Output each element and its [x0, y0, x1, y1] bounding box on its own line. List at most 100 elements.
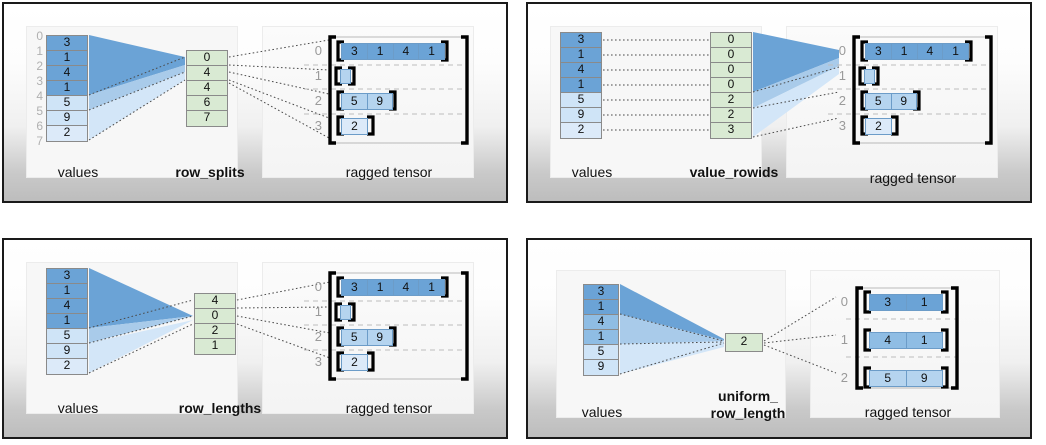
value-cell: 5 [47, 329, 87, 344]
ragged-row-index: 2 [314, 93, 322, 108]
value-cell: 3 [561, 33, 601, 48]
ragged-row-index: 1 [840, 332, 848, 347]
ragged-cell: 1 [419, 44, 444, 59]
ragged-cell: 5 [342, 94, 368, 109]
ragged-row-1-empty [340, 69, 351, 84]
ragged-row-2-cells: 5 9 [341, 93, 393, 110]
panel-row-splits: 0 1 2 3 4 5 6 7 3 1 4 1 5 9 2 0 4 4 6 7 [2, 2, 508, 203]
encoding-cell: 2 [711, 108, 751, 123]
ragged-cell: 1 [419, 280, 444, 295]
values-caption: values [571, 164, 613, 180]
values-caption: values [57, 400, 99, 416]
ragged-row-0-cells: 3 1 4 1 [341, 279, 445, 296]
ragged-row-0-cells: 3 1 4 1 [341, 43, 445, 60]
value-cell: 1 [584, 300, 618, 315]
encoding-cell: 2 [726, 334, 762, 351]
ragged-cell: 3 [866, 44, 892, 59]
ragged-row-index: 1 [314, 304, 322, 319]
row-splits-column: 0 4 4 6 7 [186, 50, 228, 127]
ragged-cell: 4 [393, 44, 420, 59]
value-cell: 9 [47, 111, 87, 126]
value-rowids-column: 0 0 0 0 2 2 3 [710, 32, 752, 139]
value-cell: 1 [47, 314, 87, 329]
ragged-row-0-cells: 3 1 4 1 [865, 43, 969, 60]
encoding-cell: 3 [711, 123, 751, 138]
encoding-cell: 6 [187, 96, 227, 111]
encoding-caption-line1: uniform_ [718, 388, 778, 404]
index-label: 7 [36, 134, 43, 148]
value-cell: 1 [47, 81, 87, 96]
ragged-row-index: 0 [840, 294, 848, 309]
ragged-cell: 1 [891, 44, 918, 59]
index-label: 4 [36, 89, 43, 103]
ragged-cell: 1 [367, 44, 394, 59]
values-caption: values [57, 164, 99, 180]
panel-1-connectors [88, 35, 469, 145]
ragged-row-index: 3 [838, 118, 846, 133]
ragged-cell: 9 [891, 94, 916, 109]
value-cell: 5 [561, 93, 601, 108]
panel-row-lengths: 3 1 4 1 5 9 2 4 0 2 1 [2, 238, 508, 439]
value-cell: 3 [584, 285, 618, 300]
panel-value-rowids: 3 1 4 1 5 9 2 0 0 0 0 2 2 3 [526, 2, 1032, 203]
ragged-row-1-empty [864, 69, 875, 84]
panel-uniform-row-length: 3 1 4 1 5 9 2 0 1 2 3 1 [526, 238, 1032, 439]
values-column-3: 3 1 4 1 5 9 2 [46, 268, 88, 375]
value-cell: 5 [47, 96, 87, 111]
index-label: 0 [36, 29, 43, 43]
encoding-cell: 0 [711, 48, 751, 63]
ragged-cell: 4 [870, 333, 907, 348]
encoding-cell: 2 [195, 324, 235, 339]
ragged-cell: 5 [342, 330, 368, 345]
encoding-cell: 0 [187, 51, 227, 66]
ragged-cell: 3 [870, 295, 907, 310]
encoding-caption-line2: row_length [710, 405, 786, 421]
value-cell: 9 [584, 360, 618, 375]
ragged-cell: 3 [342, 280, 368, 295]
ragged-cell: 1 [906, 295, 942, 310]
ragged-cell: 9 [906, 371, 942, 386]
ragged-row-index: 3 [314, 118, 322, 133]
uniform-row-length-column: 2 [725, 333, 763, 352]
ragged-row-index: 2 [314, 329, 322, 344]
encoding-cell: 4 [187, 66, 227, 81]
index-label: 3 [36, 74, 43, 88]
panel-3-connectors [88, 268, 469, 381]
values-column-2: 3 1 4 1 5 9 2 [560, 32, 602, 139]
encoding-cell: 1 [195, 339, 235, 354]
ragged-cell: 9 [367, 94, 392, 109]
ragged-cell: 1 [906, 333, 942, 348]
ragged-cell: 9 [367, 330, 392, 345]
value-cell: 9 [561, 108, 601, 123]
encoding-cell: 4 [187, 81, 227, 96]
value-cell: 2 [47, 359, 87, 374]
ragged-cell: 4 [393, 280, 420, 295]
value-cell: 2 [47, 126, 87, 141]
encoding-cell: 0 [195, 309, 235, 324]
ragged-caption: ragged tensor [869, 170, 957, 186]
ragged-row-index: 1 [314, 68, 322, 83]
encoding-cell: 0 [711, 63, 751, 78]
ragged-row-index: 0 [838, 43, 846, 58]
ragged-cell: 1 [367, 280, 394, 295]
ragged-row-2-cells: 5 9 [865, 93, 917, 110]
value-cell: 4 [47, 299, 87, 314]
index-label: 5 [36, 104, 43, 118]
ragged-cell: 1 [943, 44, 968, 59]
ragged-caption: ragged tensor [345, 164, 433, 180]
value-cell: 4 [584, 315, 618, 330]
ragged-row-3-cells: 2 [865, 118, 892, 135]
ragged-row-3-cells: 2 [341, 354, 368, 371]
panel-2-connectors [603, 32, 993, 145]
ragged-row-index: 3 [314, 354, 322, 369]
ragged-row-2-cells: 5 9 [341, 329, 393, 346]
index-label: 2 [36, 59, 43, 73]
values-column-1: 3 1 4 1 5 9 2 [46, 35, 88, 142]
encoding-cell: 0 [711, 33, 751, 48]
encoding-cell: 4 [195, 294, 235, 309]
value-cell: 1 [47, 51, 87, 66]
ragged-cell: 5 [866, 94, 892, 109]
encoding-cell: 7 [187, 111, 227, 126]
values-caption: values [581, 404, 623, 420]
encoding-caption: value_rowids [689, 164, 779, 180]
